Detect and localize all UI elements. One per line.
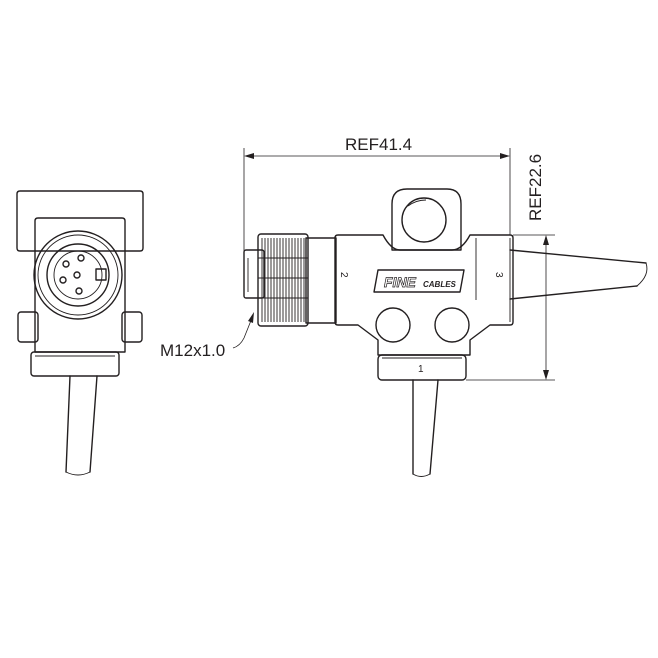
thread-label: M12x1.0 — [160, 341, 225, 360]
front-tab-right — [121, 311, 143, 343]
front-cable — [65, 375, 98, 476]
side-main-body — [334, 234, 514, 356]
port-2-label: 2 — [338, 272, 349, 278]
front-tab-left — [17, 311, 39, 343]
front-bottom-block — [30, 351, 120, 377]
knurl-lines — [258, 238, 308, 322]
right-cable — [509, 249, 648, 300]
m12-connector — [243, 233, 337, 327]
front-view — [16, 190, 144, 476]
leader-arrow-icon — [248, 312, 254, 323]
bottom-left-port-icon — [375, 307, 411, 343]
front-connector-face — [33, 230, 123, 320]
brand-sub-text: CABLES — [423, 280, 457, 289]
front-top-block — [16, 190, 144, 252]
dimensions: REF41.4 REF22.6 M12x1.0 — [160, 135, 555, 381]
pin-5-icon — [75, 287, 83, 295]
pin-3-icon — [59, 276, 67, 284]
bottom-right-port-icon — [434, 307, 470, 343]
top-port — [391, 188, 462, 251]
arrow-up-icon — [543, 235, 549, 245]
port-1-label: 1 — [418, 364, 424, 375]
arrow-down-icon — [543, 370, 549, 380]
arrow-left-icon — [244, 153, 254, 159]
brand-main-text: FINE — [384, 274, 417, 290]
height-dimension-label: REF22.6 — [526, 154, 545, 221]
port-1-block — [377, 354, 467, 381]
side-view: FINE CABLES 1 2 3 — [243, 188, 648, 477]
pin-4-icon — [73, 271, 81, 279]
length-dimension-label: REF41.4 — [345, 135, 412, 154]
brand-logo: FINE CABLES — [373, 269, 465, 293]
pin-1-icon — [62, 260, 70, 268]
arrow-right-icon — [500, 153, 510, 159]
bottom-cable — [412, 379, 439, 477]
port-3-label: 3 — [493, 272, 504, 278]
pin-2-icon — [77, 254, 85, 262]
